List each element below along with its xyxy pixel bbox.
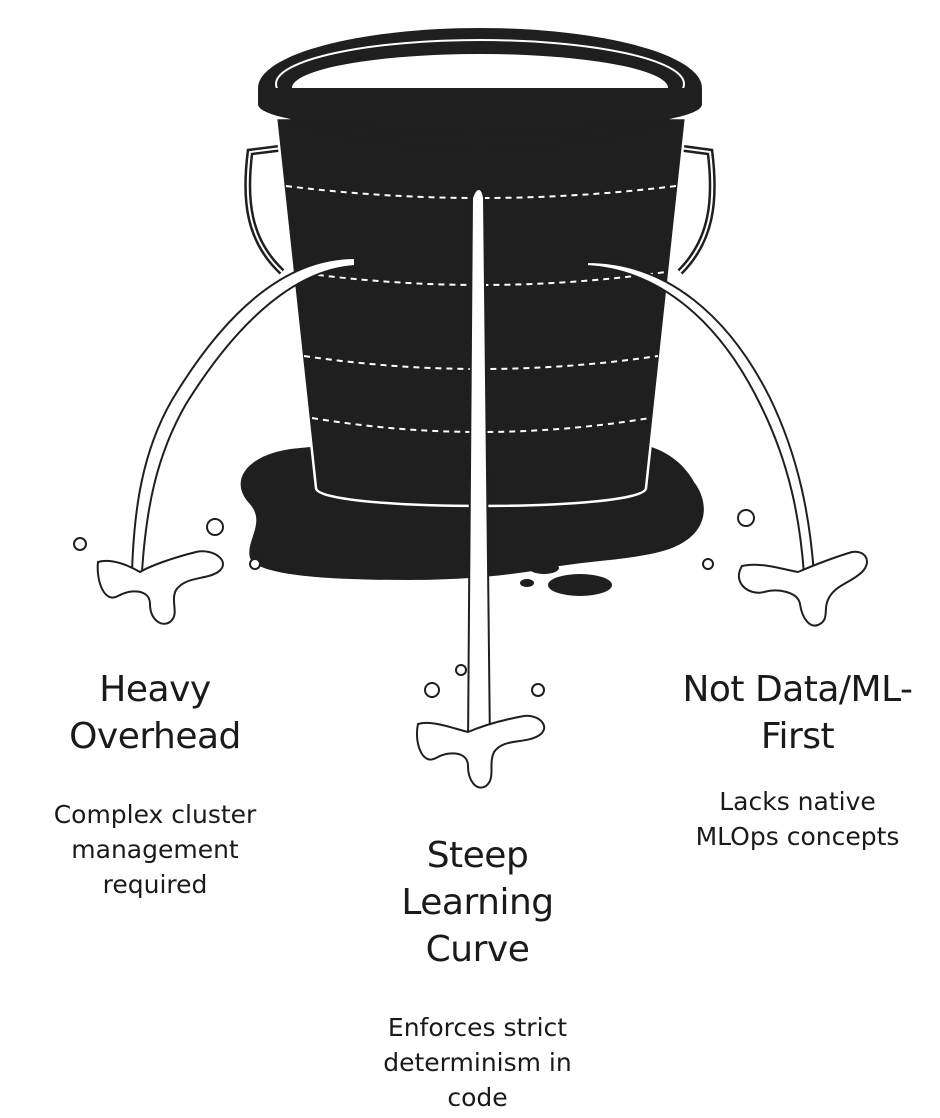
label-left-desc-line: required [102, 870, 208, 899]
label-left-title-line: Overhead [69, 716, 241, 757]
label-middle-desc-line: code [447, 1083, 508, 1112]
label-middle-desc-line: determinism in [383, 1048, 572, 1077]
label-left-description: Complex cluster management required [20, 797, 290, 902]
label-left-title-line: Heavy [99, 669, 211, 710]
label-right-desc-line: MLOps concepts [695, 822, 900, 851]
label-right-title: Not Data/ML- First [660, 666, 935, 760]
label-middle-title: Steep Learning Curve [340, 832, 615, 973]
label-not-data-ml-first: Not Data/ML- First Lacks native MLOps co… [660, 666, 935, 854]
splashes [96, 550, 868, 789]
label-right-description: Lacks native MLOps concepts [660, 784, 935, 854]
label-right-title-line: First [760, 716, 835, 757]
label-left-desc-line: Complex cluster [53, 800, 257, 829]
label-middle-desc-line: Enforces strict [387, 1013, 568, 1042]
label-left-title: Heavy Overhead [20, 666, 290, 760]
label-middle-title-line: Curve [425, 929, 530, 970]
label-right-title-line: Not Data/ML- [682, 669, 913, 710]
droplets [73, 509, 755, 698]
bucket-handle-inner [246, 147, 714, 273]
label-left-desc-line: management [71, 835, 239, 864]
label-middle-title-line: Steep [426, 835, 529, 876]
label-heavy-overhead: Heavy Overhead Complex cluster managemen… [20, 666, 290, 902]
label-steep-learning-curve: Steep Learning Curve Enforces strict det… [340, 832, 615, 1115]
bucket-rim [258, 28, 702, 148]
label-right-desc-line: Lacks native [719, 787, 876, 816]
label-middle-title-line: Learning [401, 882, 554, 923]
label-middle-description: Enforces strict determinism in code [340, 1010, 615, 1115]
leak-streams [130, 188, 816, 747]
